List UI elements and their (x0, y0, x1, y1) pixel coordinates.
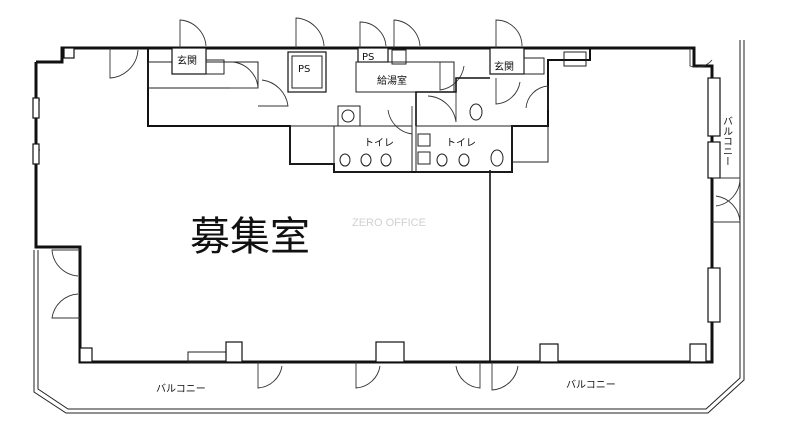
balcony-bottom-right-label: バルコニー (566, 379, 616, 391)
wall-openings (51, 47, 713, 363)
kitchenette-room (355, 19, 465, 93)
balcony-outline (33, 40, 745, 414)
balcony-bottom-left-label: バルコニー (156, 383, 206, 395)
toilet-right-room (415, 77, 513, 173)
entrance-left-label: 玄関 (177, 54, 197, 67)
ps-left-room (258, 17, 327, 107)
bottom-openings (187, 341, 707, 391)
balcony-right-label: バルコニー (721, 116, 733, 166)
entrance-left-room (171, 19, 259, 89)
entrance-right-label: 玄関 (494, 60, 514, 73)
toilet-right-label: トイレ (446, 138, 476, 149)
ps-center-label: PS (362, 52, 374, 63)
exterior-walls (34, 46, 714, 364)
kitchenette-label: 給湯室 (377, 74, 407, 87)
watermark-label: ZERO OFFICE (352, 217, 426, 229)
right-windows (34, 77, 741, 323)
entrance-right-room (489, 19, 587, 110)
main-room-label: 募集室 (190, 214, 310, 260)
toilet-left-label: トイレ (364, 138, 394, 149)
toilet-left-room (333, 105, 413, 173)
ps-left-label: PS (298, 64, 310, 75)
left-windows (32, 97, 40, 165)
